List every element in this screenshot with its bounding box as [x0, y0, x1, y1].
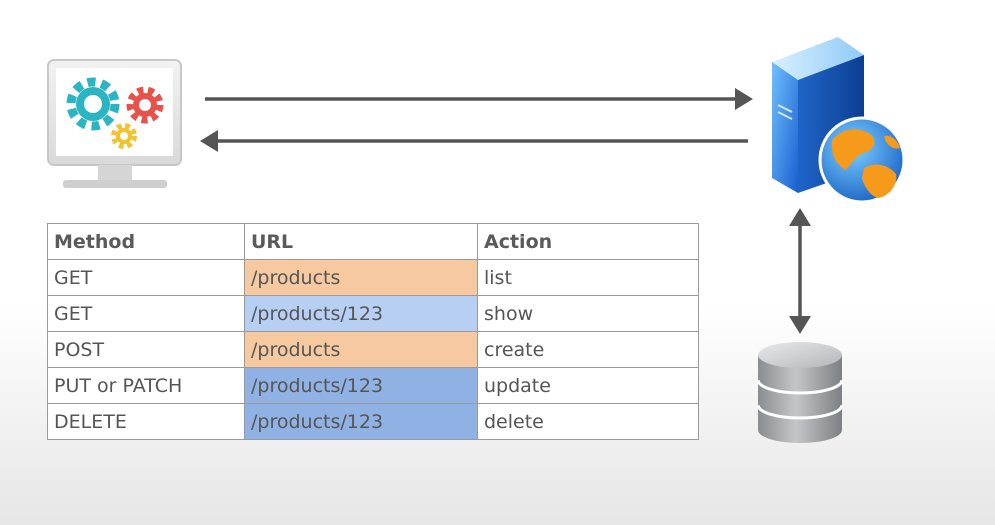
teal-gear-icon — [66, 77, 120, 131]
red-gear-icon — [126, 86, 164, 124]
table-row: GET /products list — [47, 259, 699, 296]
method-cell: POST — [47, 331, 245, 368]
url-cell: /products/123 — [244, 403, 478, 440]
web-server-with-globe-icon — [772, 37, 906, 204]
action-cell: show — [477, 295, 699, 332]
server-database-arrow — [789, 208, 811, 334]
request-arrow — [205, 88, 753, 110]
response-arrow — [200, 130, 748, 152]
table-row: GET /products/123 show — [47, 295, 699, 332]
header-action: Action — [477, 223, 699, 260]
method-cell: GET — [47, 295, 245, 332]
url-cell: /products — [244, 259, 478, 296]
table-row: DELETE /products/123 delete — [47, 403, 699, 440]
action-cell: create — [477, 331, 699, 368]
table-row: POST /products create — [47, 331, 699, 368]
header-url: URL — [244, 223, 478, 260]
table-header-row: Method URL Action — [47, 223, 699, 260]
header-method: Method — [47, 223, 245, 260]
action-cell: list — [477, 259, 699, 296]
method-cell: GET — [47, 259, 245, 296]
action-cell: delete — [477, 403, 699, 440]
method-cell: DELETE — [47, 403, 245, 440]
computer-monitor-with-gears-icon — [47, 59, 182, 188]
http-methods-table: Method URL Action GET /products list GET… — [47, 223, 699, 440]
method-cell: PUT or PATCH — [47, 367, 245, 404]
table-row: PUT or PATCH /products/123 update — [47, 367, 699, 404]
action-cell: update — [477, 367, 699, 404]
yellow-gear-icon — [111, 123, 137, 149]
url-cell: /products/123 — [244, 295, 478, 332]
url-cell: /products — [244, 331, 478, 368]
globe-icon — [818, 116, 906, 204]
database-cylinder-icon — [756, 342, 844, 443]
url-cell: /products/123 — [244, 367, 478, 404]
